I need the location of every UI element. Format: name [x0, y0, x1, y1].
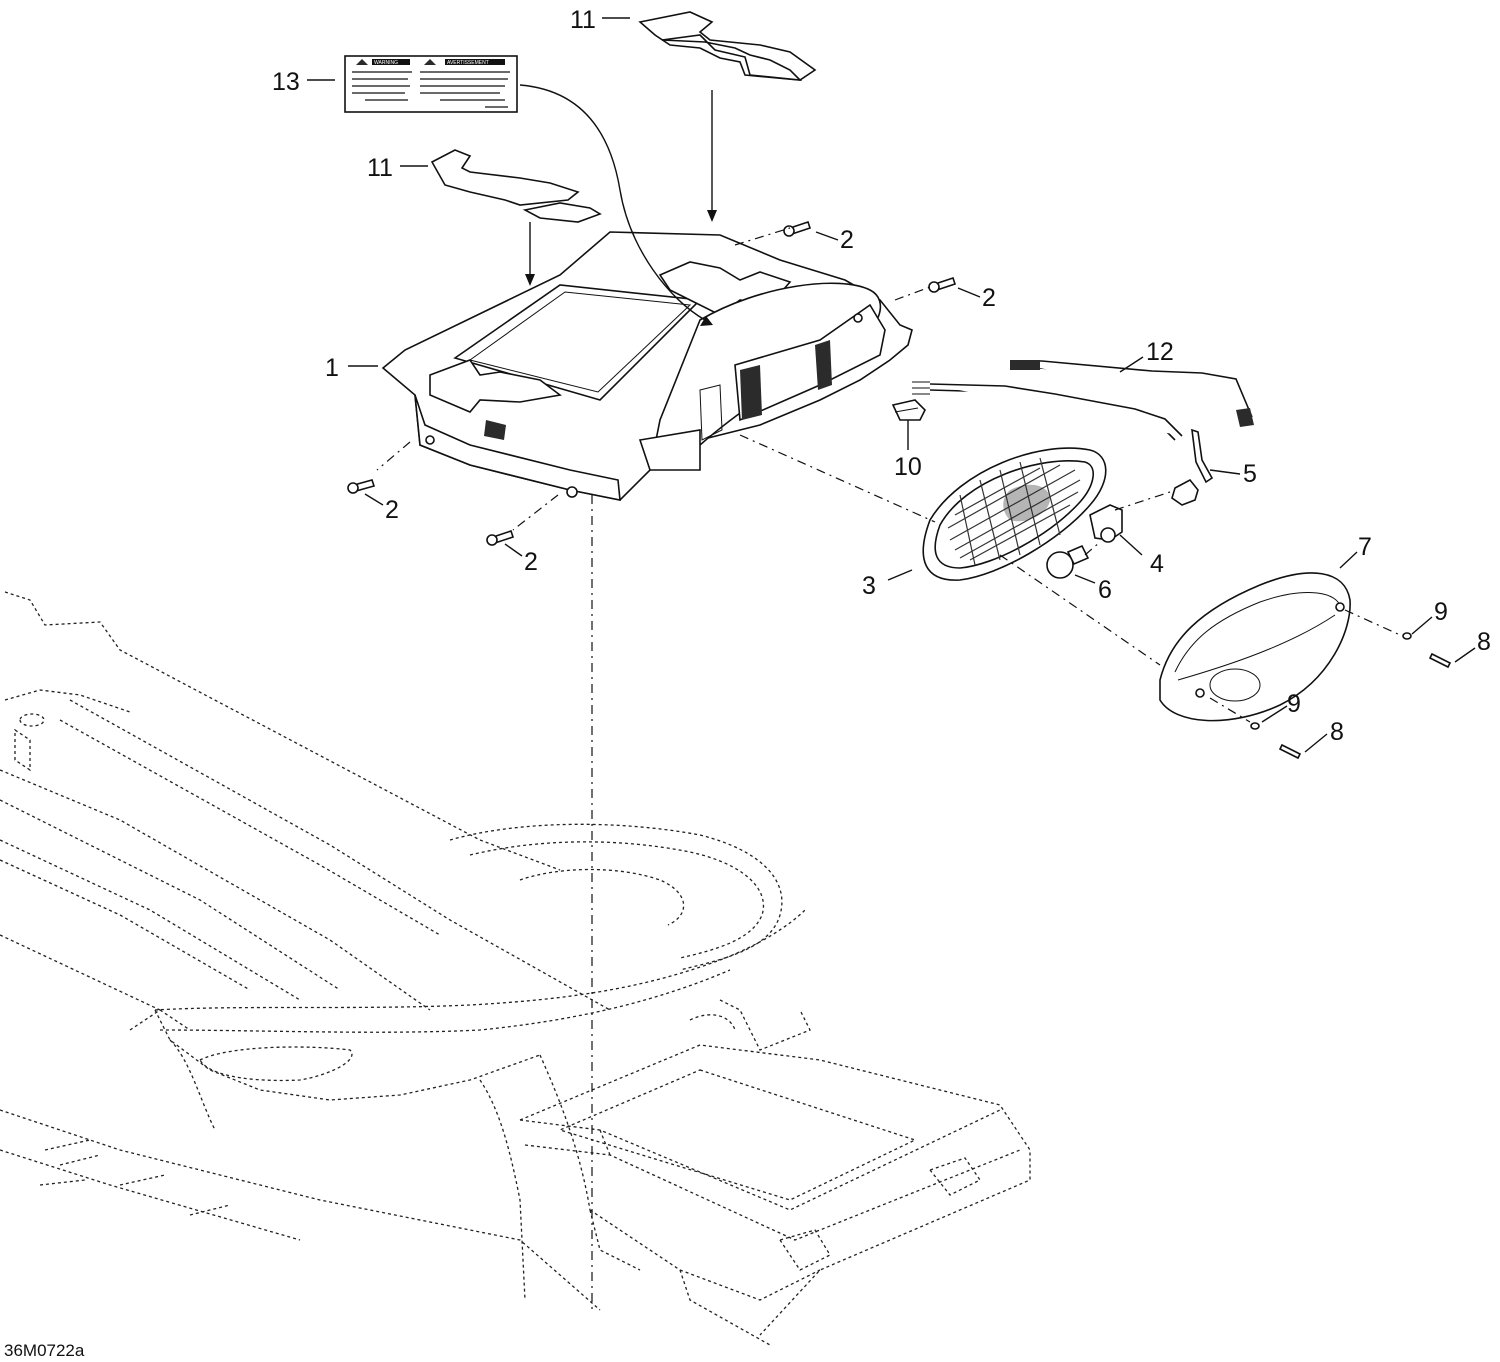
callout-2-c: 2 — [385, 496, 399, 524]
part-12-harness — [912, 360, 1254, 441]
part-7-lens — [1159, 572, 1351, 722]
part-2-screw-b — [928, 276, 957, 293]
part-13-warning-label: WARNING AVERTISSEMENT — [344, 55, 518, 113]
callout-7: 7 — [1358, 533, 1372, 561]
part-5-socket-lead — [1171, 428, 1214, 506]
part-3-housing — [922, 447, 1107, 581]
callout-11-top: 11 — [570, 6, 596, 34]
part-1-rack-base — [381, 231, 913, 501]
callout-9-b: 9 — [1287, 690, 1301, 718]
callout-10: 10 — [894, 453, 922, 481]
label-heading-left: WARNING — [374, 60, 398, 66]
callout-8-b: 8 — [1330, 718, 1344, 746]
callout-12: 12 — [1146, 338, 1174, 366]
callout-11-left: 11 — [367, 154, 393, 182]
drawing-code: 36M0722a — [4, 1341, 85, 1360]
part-2-screw-d — [486, 529, 515, 546]
callout-13: 13 — [272, 68, 300, 96]
part-8-screw-b — [1278, 743, 1302, 760]
assembly-arrows — [519, 84, 717, 326]
callout-6: 6 — [1098, 576, 1112, 604]
part-9-washer-b — [1250, 722, 1260, 730]
label-heading-right: AVERTISSEMENT — [447, 60, 489, 66]
callout-5: 5 — [1243, 460, 1257, 488]
part-11-pad-left — [430, 149, 602, 223]
part-4-holder — [1089, 504, 1123, 543]
callout-2-b: 2 — [982, 284, 996, 312]
leader-lines — [307, 17, 1476, 753]
callouts: 11 13 11 2 2 1 12 10 5 2 2 7 4 3 6 9 8 9… — [272, 6, 1491, 746]
callout-3: 3 — [862, 572, 876, 600]
callout-1: 1 — [325, 354, 339, 382]
part-11-pad-top — [638, 11, 817, 82]
part-9-washer-a — [1402, 632, 1412, 640]
tunnel-frame-phantom — [0, 591, 1031, 1346]
part-2-screw-c — [347, 479, 376, 494]
part-6-bulb — [1046, 544, 1090, 579]
callout-4: 4 — [1150, 550, 1164, 578]
centerlines — [376, 227, 1401, 1310]
part-2-screw-a — [783, 220, 812, 237]
callout-9-a: 9 — [1434, 598, 1448, 626]
part-8-screw-a — [1428, 652, 1452, 669]
callout-2-a: 2 — [840, 226, 854, 254]
callout-8-a: 8 — [1477, 628, 1491, 656]
callout-2-d: 2 — [524, 548, 538, 576]
part-10-connector — [891, 399, 926, 421]
